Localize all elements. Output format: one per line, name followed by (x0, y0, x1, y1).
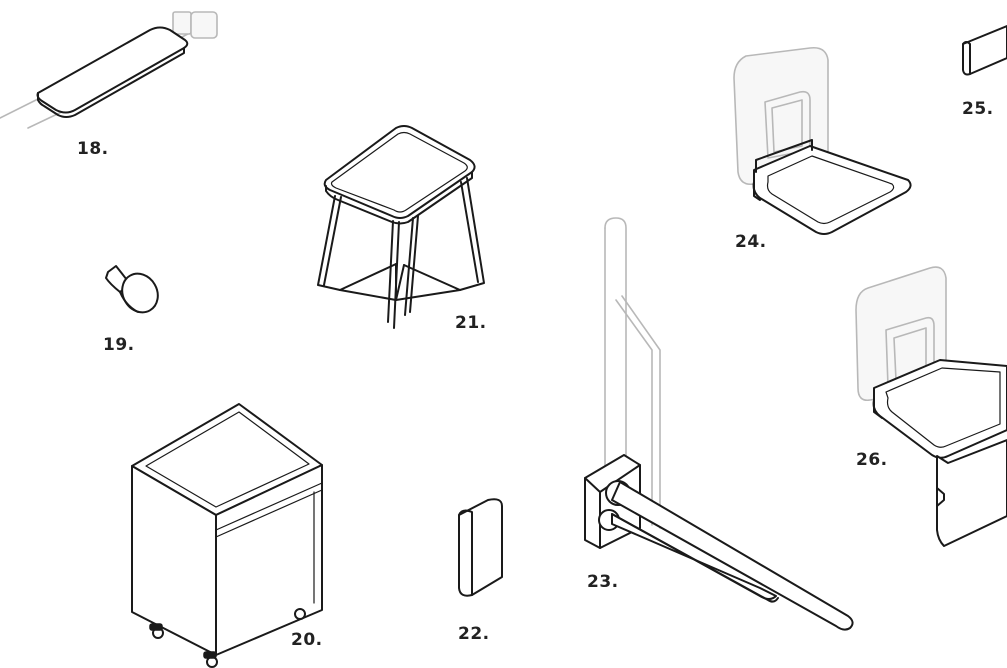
item-18-shelf-drawing (0, 11, 218, 129)
item-22-block-drawing (458, 498, 503, 597)
item-25-bracket-drawing (962, 25, 1007, 76)
label-item-24: 24. (735, 232, 767, 252)
label-item-19: 19. (103, 335, 135, 355)
label-item-22: 22. (458, 624, 490, 644)
label-item-21: 21. (455, 313, 487, 333)
label-item-25: 25. (962, 99, 994, 119)
item-20-cabinet-drawing (131, 403, 323, 668)
item-19-knob-drawing (105, 265, 159, 314)
item-26-seat-with-leg-drawing (855, 266, 1007, 547)
label-item-20: 20. (291, 630, 323, 650)
item-23-grab-bar-drawing (584, 217, 854, 631)
label-item-26: 26. (856, 450, 888, 470)
item-24-shower-seat-drawing (733, 46, 912, 235)
label-item-23: 23. (587, 572, 619, 592)
label-item-18: 18. (77, 139, 109, 159)
item-21-stool-drawing (317, 125, 485, 329)
